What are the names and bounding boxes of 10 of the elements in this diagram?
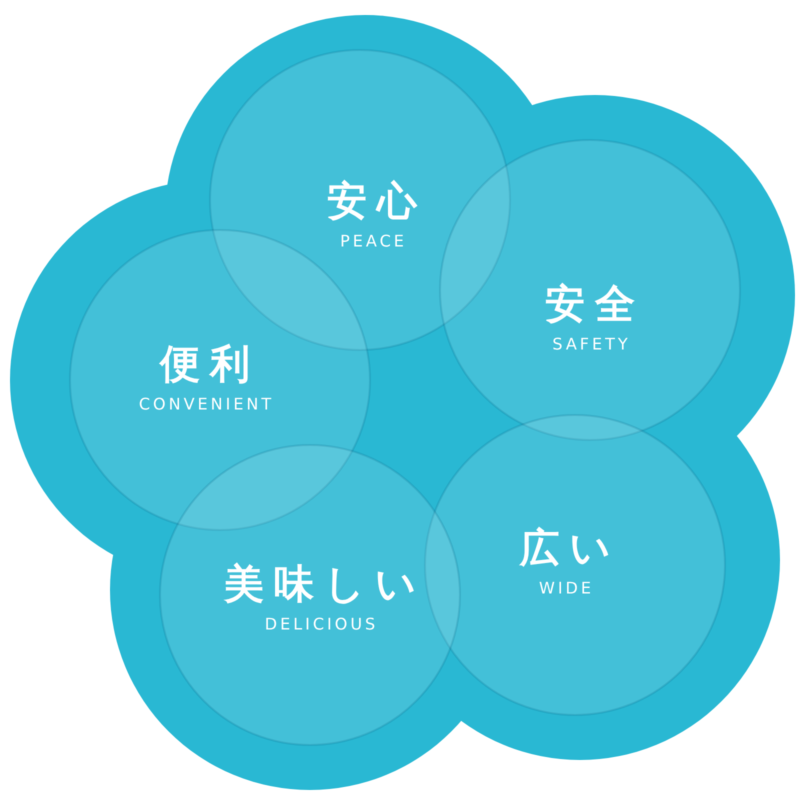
- subtitle: DELICIOUS: [264, 614, 380, 634]
- heading: 便利: [158, 342, 261, 386]
- subtitle: SAFETY: [551, 334, 632, 354]
- heading: 美味しい: [222, 562, 426, 606]
- subtitle: WIDE: [538, 578, 595, 598]
- heading: 広い: [518, 526, 620, 570]
- subtitle: PEACE: [339, 231, 408, 251]
- subtitle: CONVENIENT: [138, 394, 274, 414]
- heading: 安全: [544, 282, 645, 326]
- heading: 安心: [326, 179, 427, 224]
